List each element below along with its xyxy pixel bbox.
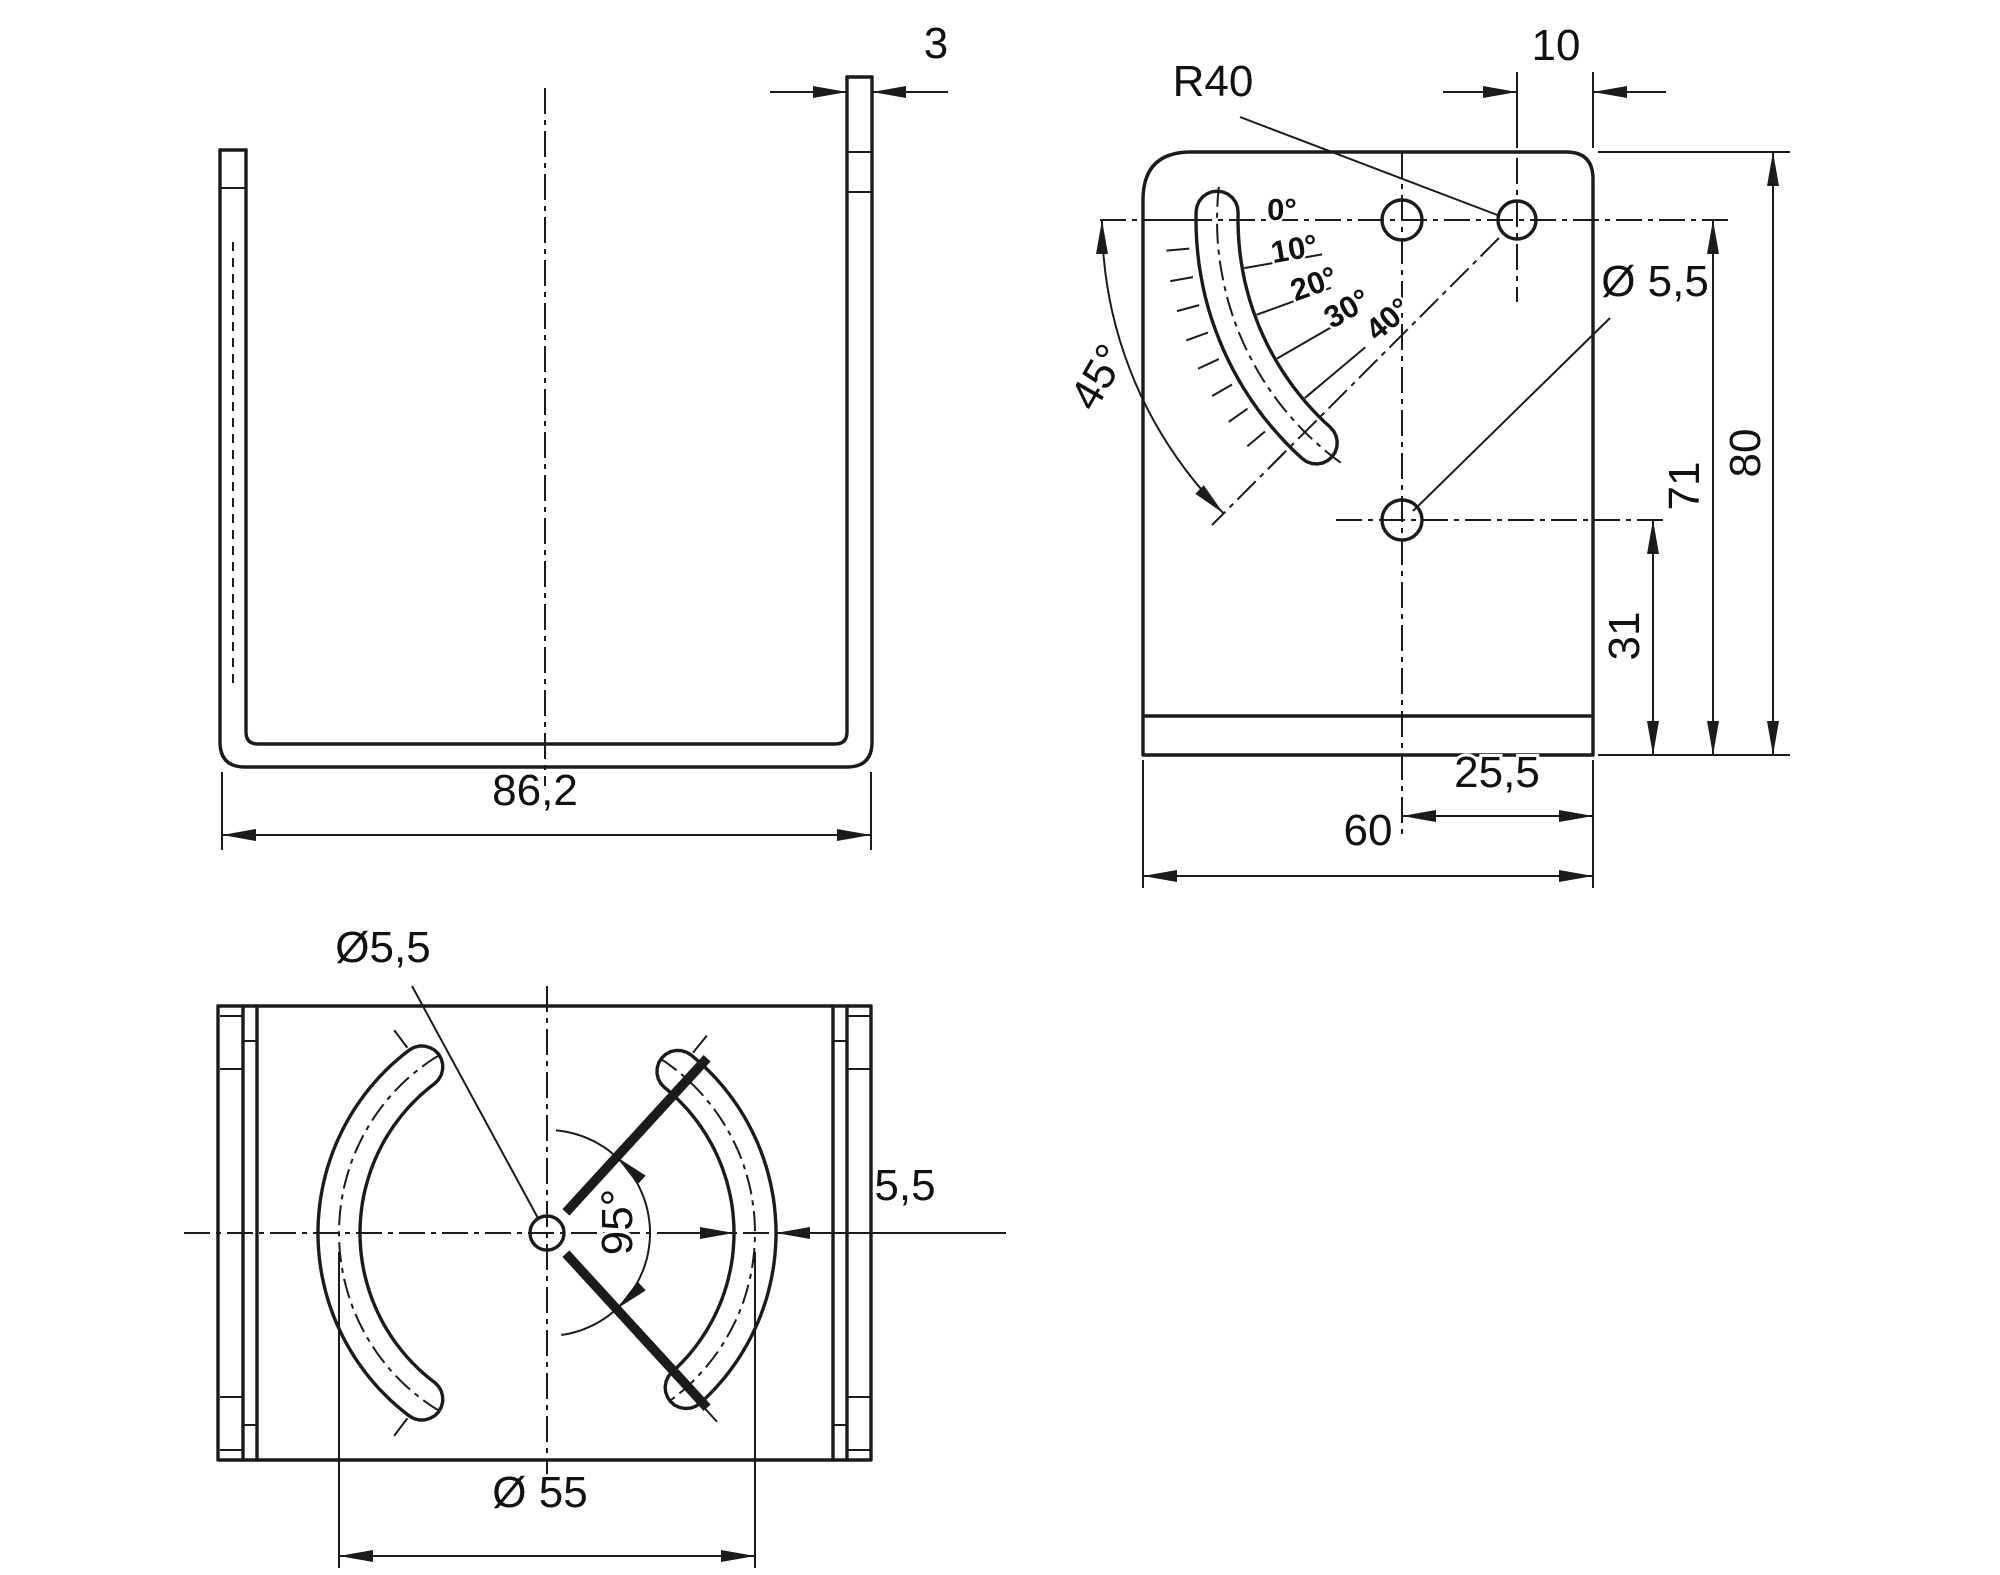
left-curved-slot [316, 1044, 445, 1422]
angle-tick-20 [1185, 331, 1209, 342]
dim-71-arrow-bottom [1707, 721, 1719, 755]
slot-end-tick-2 [692, 1034, 708, 1054]
top-hole-diameter-leader [411, 985, 540, 1221]
dim-10-arrow-left [1483, 86, 1517, 98]
dim-slot-width-arrow-left [700, 1227, 734, 1239]
dim-95-label-wrap: 95° [590, 1186, 645, 1259]
dim-45-arrow-bottom [1195, 485, 1224, 514]
dim-55-arrow-right [721, 1550, 755, 1562]
dim-71-arrow-top [1707, 220, 1719, 254]
dim-10-label: 10 [1532, 21, 1581, 70]
dim-25-label: 25,5 [1454, 748, 1540, 797]
dim-71-label-wrap: 71 [1657, 459, 1712, 514]
dim-tilt-range-label-wrap: 45° [1058, 333, 1140, 421]
dim-95-arc [555, 1129, 651, 1336]
front-view: 386,2 [218, 16, 951, 850]
top-hole-diameter-label: Ø5,5 [335, 923, 430, 972]
dim-86-arrow-right [837, 829, 871, 841]
side-hole-diameter-leader [1412, 317, 1611, 512]
angle-tick-40 [1246, 430, 1266, 448]
dim-95-label: 95° [593, 1189, 642, 1256]
dim-3-arrow-right [872, 86, 906, 98]
dim-slot-width-arrow-right [776, 1227, 810, 1239]
slot-end-tick-0 [393, 1029, 409, 1049]
top-plate-outline [216, 1004, 873, 1462]
side-hole-diameter-label: Ø 5,5 [1601, 257, 1709, 306]
dim-95-arrow-top [616, 1157, 646, 1185]
angle-scale-label-10-wrap: 10° [1266, 225, 1323, 273]
radius-callout-leader [1239, 116, 1501, 217]
dim-10-arrow-right [1593, 86, 1627, 98]
dim-slot-width-label: 5,5 [874, 1161, 935, 1210]
dim-wall-thickness-label: 3 [924, 19, 948, 68]
dim-80-label-wrap: 80 [1718, 426, 1773, 481]
angle-ray-20 [1256, 286, 1332, 316]
angle-tick-5 [1166, 247, 1190, 252]
radius-callout-label: R40 [1173, 57, 1254, 106]
dim-overall-width-label: 86,2 [492, 766, 578, 815]
dim-31-label: 31 [1600, 612, 1649, 661]
dim-60-label: 60 [1344, 806, 1393, 855]
angle-tick-25 [1197, 358, 1220, 370]
left-slot-centerline [338, 1053, 441, 1413]
position-ray-0 [562, 1055, 711, 1216]
slot-end-tick-3 [701, 1404, 718, 1423]
dim-80-label: 80 [1721, 429, 1770, 478]
dim-tilt-range-label: 45° [1061, 336, 1137, 418]
dim-86-arrow-left [222, 829, 256, 841]
angle-ray-10 [1244, 253, 1323, 270]
angle-ray-40 [1304, 346, 1366, 399]
angle-tick-30 [1211, 383, 1233, 397]
angle-tick-15 [1176, 304, 1200, 313]
angle-ray-30 [1276, 318, 1347, 360]
dim-80-arrow-bottom [1767, 721, 1779, 755]
angle-tick-45 [1267, 451, 1286, 470]
tilt-45-centerline [1211, 237, 1500, 526]
right-slot-centerline [659, 1057, 756, 1403]
dim-25-arrow-left [1402, 810, 1436, 822]
side-plate-outline [1141, 150, 1595, 757]
angle-slot [1194, 189, 1339, 466]
angle-scale-label-10: 10° [1268, 228, 1320, 271]
dim-95-arrow-bottom [616, 1281, 646, 1309]
dim-31-arrow-top [1647, 520, 1659, 554]
dim-45-arrow-top [1096, 220, 1108, 254]
dim-25-arrow-right [1559, 810, 1593, 822]
dim-31-arrow-bottom [1647, 721, 1659, 755]
dim-31-label-wrap: 31 [1597, 609, 1652, 664]
angle-tick-10 [1170, 276, 1194, 283]
position-ray-1 [562, 1250, 711, 1411]
slot-end-tick-1 [393, 1417, 409, 1437]
angle-scale-label-0: 0° [1267, 192, 1297, 227]
dim-71-label: 71 [1660, 462, 1709, 511]
angle-tick-35 [1228, 407, 1249, 423]
u-channel-inner-outline [244, 75, 849, 746]
angle-slot-centerline [1215, 183, 1342, 464]
dim-55-arrow-left [339, 1550, 373, 1562]
dim-3-arrow-left [813, 86, 847, 98]
dim-45-arc [1101, 219, 1225, 515]
dim-60-arrow-right [1559, 870, 1593, 882]
dim-80-arrow-top [1767, 152, 1779, 186]
dim-55-label: Ø 55 [492, 1468, 587, 1517]
top-view: 95° Ø5,5 5,5 Ø 55 [184, 920, 1006, 1568]
dim-60-arrow-left [1143, 870, 1177, 882]
